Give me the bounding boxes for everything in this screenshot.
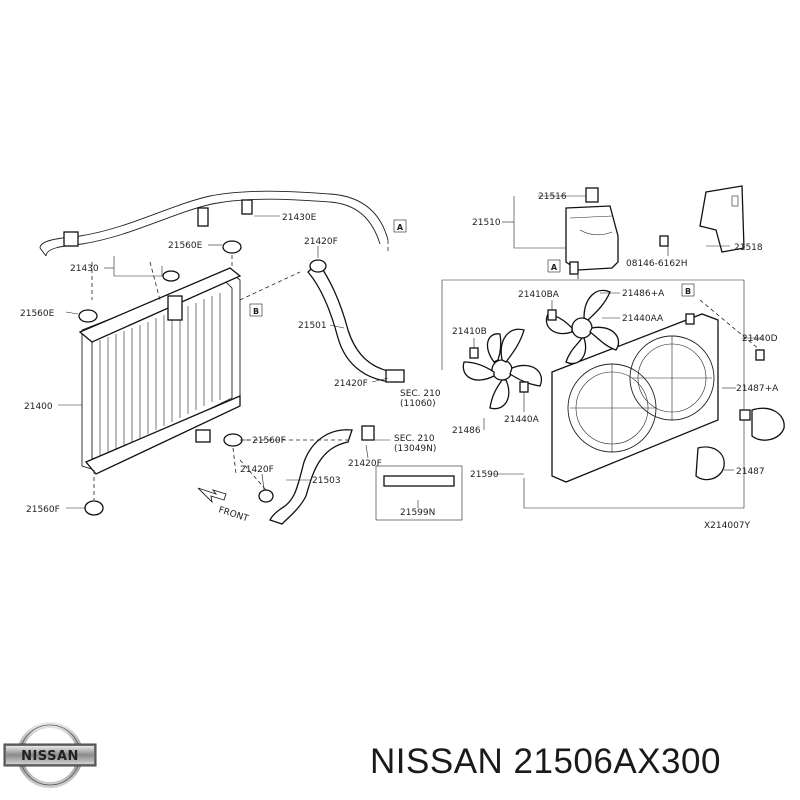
label-sec210-bot: SEC. 210 [394,434,435,444]
label-sec210-bot-code: (13049N) [394,444,436,454]
label-21420F-bottom: 21420F [240,465,274,475]
label-21486A: 21486+A [622,289,665,299]
radiator-mounts [78,240,243,516]
label-sec210-top: SEC. 210 [400,389,441,399]
label-21420F-top: 21420F [304,237,338,247]
fan-motor-upper [739,407,785,441]
label-21516: 21516 [538,192,567,202]
label-21486: 21486 [452,426,481,436]
label-sec210-top-code: (11060) [400,399,436,409]
label-21400: 21400 [24,402,53,412]
label-front: FRONT [217,505,250,524]
label-21501: 21501 [298,321,327,331]
diagram-id: X214007Y [704,521,751,531]
svg-text:B: B [685,287,691,296]
label-21410B: 21410B [452,327,487,337]
guide-lines [91,240,761,500]
ref-box-a1: A [393,219,407,233]
ref-box-a2: A [547,259,561,273]
fan-assembly-frame [441,279,745,509]
label-21420F-lower: 21420F [348,459,382,469]
label-21487A: 21487+A [736,384,779,394]
svg-text:A: A [551,263,558,272]
front-arrow [197,487,227,504]
label-21420F-mid: 21420F [334,379,368,389]
svg-text:A: A [397,223,404,232]
label-21590: 21590 [470,470,499,480]
label-21440A: 21440A [504,415,540,425]
label-21430: 21430 [70,264,99,274]
part-number-caption: NISSAN 21506AX300 [370,742,721,781]
label-21560E-top: 21560E [168,241,203,251]
label-21410BA: 21410BA [518,290,560,300]
label-21560F-bottom: 21560F [26,505,60,515]
reservoir-tank [565,187,619,275]
svg-text:NISSAN: NISSAN [21,749,79,764]
label-08146-6162H: 08146-6162H [626,259,688,269]
clip-21430E [197,199,280,227]
nissan-logo: NISSAN [3,722,97,788]
radiator [78,267,242,475]
label-21599N: 21599N [400,508,435,518]
upper-hose [307,259,405,383]
fan-motor-lower [695,446,725,481]
label-21430E: 21430E [282,213,317,223]
tank-bracket [659,185,745,253]
label-21440D: 21440D [742,334,778,344]
overflow-hose [39,190,389,257]
caution-plate [375,465,463,521]
label-21560F-mid: 21560F [252,436,286,446]
label-21440AA: 21440AA [622,314,664,324]
fan-shroud [551,313,719,483]
lower-hose [258,425,375,525]
ref-box-b2: B [681,283,695,297]
label-21518: 21518 [734,243,763,253]
label-21510: 21510 [472,218,501,228]
fan-blade-left [462,328,542,410]
fan-blade-right [545,289,620,365]
ref-box-b1: B [249,303,263,317]
leader-lines [58,195,762,509]
label-21487: 21487 [736,467,765,477]
label-21503: 21503 [312,476,341,486]
svg-text:B: B [253,307,259,316]
label-caution: ⚠ CAUTION [394,478,434,486]
label-21560E-left: 21560E [20,309,55,319]
